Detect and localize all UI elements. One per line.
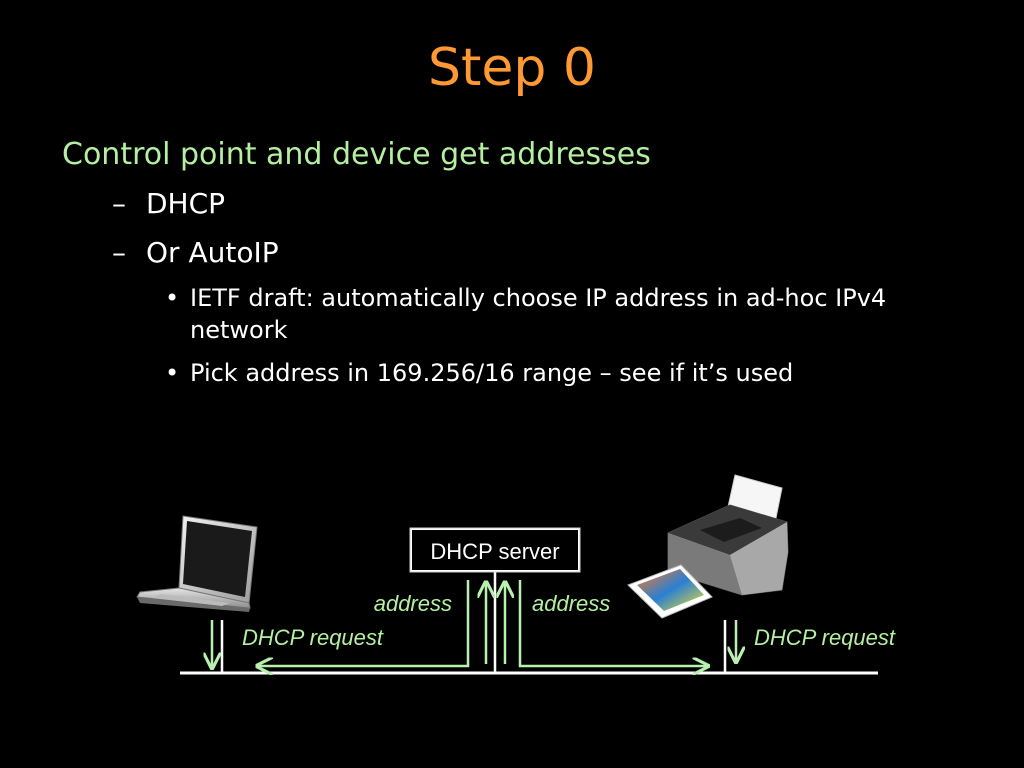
subpoint-autoip: –Or AutoIP — [112, 235, 279, 271]
slide-title: Step 0 — [427, 38, 596, 98]
detail-pick-address: • Pick address in 169.256/16 range – see… — [165, 357, 955, 389]
bullet-marker: • — [165, 284, 180, 312]
detail-text: Pick address in 169.256/16 range – see i… — [190, 359, 794, 387]
printer-icon — [627, 474, 789, 619]
right-request-label: DHCP request — [754, 625, 896, 650]
left-address-arrow — [257, 580, 470, 666]
subpoint-text: DHCP — [146, 187, 226, 220]
right-address-arrow — [518, 580, 708, 666]
laptop-icon — [136, 515, 258, 612]
right-address-label: address — [532, 591, 610, 616]
left-address-label: address — [374, 591, 452, 616]
detail-ietf-draft: • IETF draft: automatically choose IP ad… — [165, 282, 955, 346]
subpoint-dhcp: –DHCP — [112, 186, 225, 222]
dash-marker: – — [112, 236, 126, 269]
dhcp-server-label: DHCP server — [430, 539, 559, 564]
left-request-label: DHCP request — [242, 625, 384, 650]
subpoint-text: Or AutoIP — [146, 236, 279, 269]
detail-text: IETF draft: automatically choose IP addr… — [190, 284, 887, 344]
bullet-marker: • — [165, 359, 180, 387]
main-point: Control point and device get addresses — [62, 137, 651, 172]
dash-marker: – — [112, 187, 126, 220]
